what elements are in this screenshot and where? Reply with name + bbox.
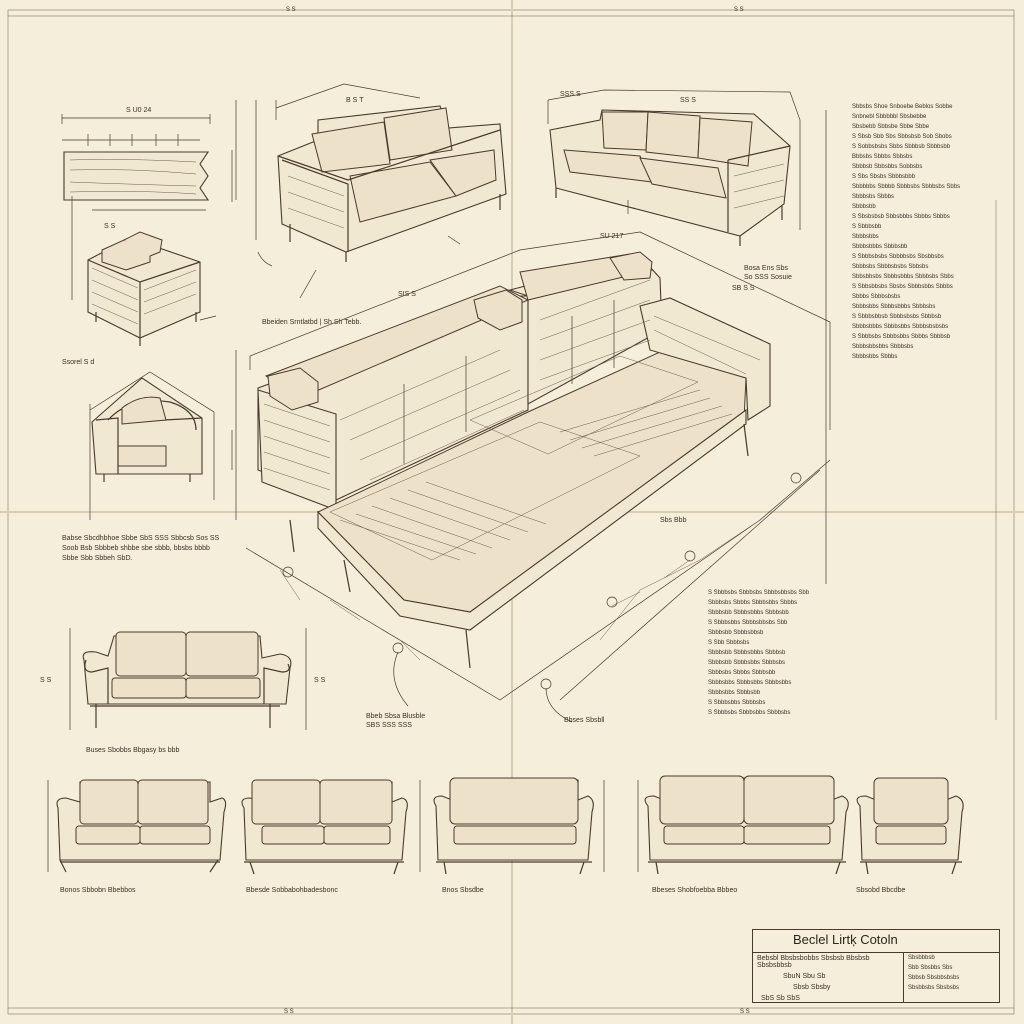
spec-line: Sbbbsbs Sbbbs Sbbbsbb	[708, 670, 776, 676]
title-block: Beclel Lirtķ Cotoln Bebsbl Bbsbsbobbs S…	[752, 929, 1000, 1003]
spec-line: Sbbbsbbbs Sbbbsbb	[852, 244, 908, 250]
drawing-title: Beclel Lirtķ Cotoln	[793, 932, 898, 947]
spec-line: Sbbbs Sbbbsbsbs	[852, 294, 901, 300]
spec-line: Sbbbsbs Sbbbsbsbs Sbbsbs	[852, 264, 929, 270]
loveseat-right-label: S S	[314, 677, 326, 684]
spec-line: S Sbbbsbbs Sbbbsbbsbs Sbb	[708, 620, 788, 626]
row-caption-2: Bbesde Sobbabohbadesbonc	[246, 887, 338, 894]
sofa-a-dimension-label: B S T	[346, 97, 364, 104]
spec-line: S Sbbbsbbsb Sbbbsbsbs Sbbbsb	[852, 314, 942, 320]
spec-line: Sbbbsbbbs Sbbbsbbs Sbbbsbsbsbs	[852, 324, 949, 330]
spec-line: Sbbbsbbs Sbbbs	[852, 354, 898, 360]
loveseat-height-label: S S	[40, 677, 52, 684]
spec-list-right: Sbbsbs Shoe Snboebe Beblos Sobbe Snbnebl…	[852, 102, 972, 362]
spec-line: Sbbbsbb	[852, 204, 876, 210]
side-row-4: Sbsbbsbs Sbsbsbs	[908, 985, 960, 991]
spec-list-middle: S Sbbbsbs Sbbbsbs Sbbbsbbsbs Sbb Sbbbsbs…	[708, 588, 818, 718]
spec-line: S Sbbbsbb	[852, 224, 882, 230]
spec-line: Sbbbsbbs Sbbbsbbbs Sbbbsbs	[852, 304, 936, 310]
spec-line: Bbbsbs Sbbbs Sbbsbs	[852, 154, 913, 160]
spec-line: Sbbbsbb Sbbbsbbsb	[708, 630, 764, 636]
title-row-3: Sbsb Sbsby	[793, 984, 831, 991]
spec-line: S Sbsbsbsb Sbbsbbbs Sbbbs Sbbbs	[852, 214, 950, 220]
spec-line: Snbnebl Sbbbbbl Sbsbebbe	[852, 114, 927, 120]
spec-line: S Sbbbsbs Sbbbsbbs Sbbbsbs	[708, 710, 791, 716]
unit-note: Bosa Ens Sbs So SSS Sosuie	[744, 265, 792, 281]
spec-line: Sbbbsbbsbbs Sbbbsbs	[852, 344, 914, 350]
spec-line: S Sbbbsbsbs Sbbbbsbs Sbsbbsbs	[852, 254, 944, 260]
sofa-elevation-3	[433, 777, 605, 875]
spec-line: Sbbbsbs Sbbbs	[852, 194, 895, 200]
spec-line: Sbbbsbbs Sbbbsbb	[708, 690, 761, 696]
spec-line: Sbbbsbb Sbbbsbbbs Sbbbsbb	[708, 610, 789, 616]
spec-line: Sbbbsbb Sbbbsbbbs Sbbbsb	[708, 650, 786, 656]
margin-mark-top-right: S S	[734, 7, 744, 13]
spec-line: Sbbbbbs Sbbbb Sbbbsbs Sbbbsbs Sbbs	[852, 184, 961, 190]
row-caption-5: Sbsobd Bbcdbe	[856, 887, 906, 894]
spec-line: S Sbbbsbbs Sbbbsbs	[708, 700, 766, 706]
sofa-elevation-2	[241, 779, 421, 875]
row-caption-4: Bbeses Shobfoebba Bbbeo	[652, 887, 738, 894]
armchair-front-drawing	[89, 371, 233, 520]
main-sofa-drawing	[235, 200, 831, 723]
left-paragraph: Babse Sbcdhbhoe Sbbe SbS SSS Sbbcsb Sos …	[62, 535, 220, 562]
leg-note: Sbs Bbb	[660, 517, 687, 524]
title-block-side: Sbsbbbsb Sbb Sbsbbs Sbs Sbbsb Sbsbbsbsbs…	[904, 952, 999, 1003]
sofa-elevation-5	[856, 777, 964, 875]
spec-line: S Sbbbsbs Sbbbsbs Sbbbsbbsbs Sbb	[708, 590, 810, 596]
spec-line: Sbbsbs Shoe Snboebe Beblos Sobbe	[852, 104, 953, 110]
margin-mark-bottom-right: S S	[740, 1009, 750, 1015]
side-row-2: Sbb Sbsbbs Sbs	[908, 965, 953, 971]
loveseat-caption: Buses Sbobbs Bbgasy bs bbb	[86, 747, 180, 754]
armchair-note-2: Ssorel S d	[62, 359, 95, 366]
margin-mark-bottom-left: S S	[284, 1009, 294, 1015]
plank-width-label: S U0 24	[126, 107, 152, 114]
row-caption-3: Bnos Sbsdbe	[442, 887, 484, 894]
title-row-2: SbuN Sbu Sb	[783, 973, 826, 980]
sofa-b-right-label: SS S	[680, 97, 696, 104]
side-row-1: Sbsbbbsb	[908, 955, 935, 961]
spec-line: S Sbb Sbbbsbs	[708, 640, 750, 646]
sofa-b-drawing	[547, 89, 801, 246]
armchair-note: Bbeiden Srntlatbd | Sh Sh Tebb.	[262, 319, 362, 326]
title-row-4: SbS Sb SbS	[761, 995, 800, 1002]
spec-line: Sbbbsb Sbbsbbs Sobbsbs	[852, 164, 923, 170]
sofa-elevation-4	[637, 775, 849, 875]
main-sofa-top-label: SIS S	[398, 291, 416, 298]
armchair-top-label: S S	[104, 223, 116, 230]
side-row-3: Sbbsb Sbsbbsbsbs	[908, 975, 960, 981]
spec-line: Sbbsbbsbs Sbbbsbbbs Sbbbsbs Sbbs	[852, 274, 954, 280]
spec-line: S Sbsb Sbb Sbs Sbbsbsb Sob Sbobs	[852, 134, 952, 140]
spec-line: Sbbbsbs Sbbbs Sbbbsbbs Sbbbs	[708, 600, 798, 606]
spec-line: Sbbbsbb Sbbbsbbs Sbbbsbs	[708, 660, 786, 666]
spec-line: S Sbs Sbsbs Sbbbsbbb	[852, 174, 916, 180]
spec-line: Sbbbsbbs	[852, 234, 879, 240]
spec-line: S Sbbbsbs Sbbbsbbs Sbbbs Sbbbsb	[852, 334, 951, 340]
title-row-1: Bebsbl Bbsbsbobbs Sbsbsb Bbsbsb Sbsbsbbs…	[757, 955, 870, 969]
main-sofa-width-label: SU 217	[600, 233, 624, 240]
sofa-b-dimension-label: SSS S	[560, 91, 581, 98]
plank-detail	[61, 114, 233, 202]
spec-line: S Sbbsbbsbs Sbsbs Sbbbsbbs Sbbbs	[852, 284, 953, 290]
spec-line: Sbsbebb Sbbsbe Sbbe Sbbe	[852, 124, 930, 130]
spec-line: Sbbbsbbs Sbbbsbbs Sbbbsbbs	[708, 680, 792, 686]
loveseat-elevation	[69, 628, 307, 730]
row-caption-1: Bonos Sbbobn Bbebbos	[60, 887, 136, 894]
sofa-elevation-1	[47, 779, 227, 873]
margin-mark-top-left: S S	[286, 7, 296, 13]
main-sofa-right-label: SB S S	[732, 285, 755, 292]
frame-note: Bbses Sbsbll	[564, 717, 605, 724]
detail-note: Bbeb Sbsa Blusble SBS SSS SSS	[366, 713, 426, 729]
title-block-details: Bebsbl Bbsbsbobbs Sbsbsb Bbsbsb Sbsbsbbs…	[753, 952, 904, 1003]
armchair-iso-drawing	[71, 196, 217, 346]
sofa-a-drawing	[235, 83, 507, 262]
spec-line: S Sobbsbsbs Sbbs Sbbbsb Sbbbsbb	[852, 144, 951, 150]
